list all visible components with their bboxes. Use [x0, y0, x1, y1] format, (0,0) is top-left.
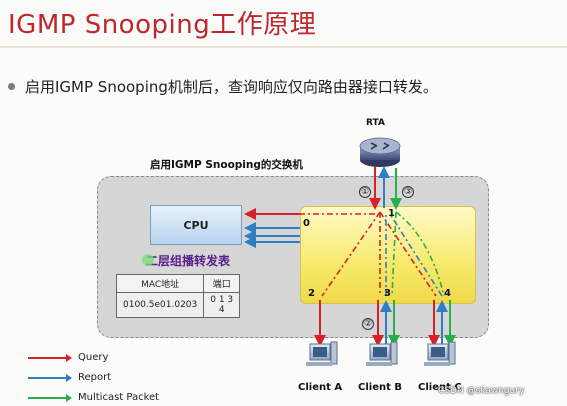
title-divider [0, 46, 567, 48]
ports-line-1: 0 1 3 [210, 295, 234, 305]
cpu-block: CPU [150, 205, 242, 245]
switch-caption: 启用IGMP Snooping的交换机 [150, 159, 303, 171]
cpu-label: CPU [183, 218, 209, 232]
legend-query-label: Query [78, 352, 109, 363]
ports-line-2: 4 [218, 305, 225, 315]
bullet-text: 启用IGMP Snooping机制后，查询响应仅向路由器接口转发。 [25, 78, 438, 96]
table-cell-mac: 0100.5e01.0203 [115, 292, 205, 318]
table-header-mac: MAC地址 [115, 274, 205, 293]
step-2-marker: ② [362, 318, 374, 330]
port-2-label: 2 [308, 288, 315, 299]
query-arrow-icon [28, 353, 72, 362]
table-header-port: 端口 [203, 274, 241, 293]
port-3-label: 3 [384, 288, 391, 299]
client-c-computer-icon [424, 341, 456, 366]
forwarding-table-title-text: 二层组播转发表 [146, 254, 231, 268]
watermark: CSDN @skawngury [438, 386, 525, 396]
router-label: RTA [366, 118, 385, 128]
legend-query: Query [28, 352, 108, 363]
port-0-label: 0 [303, 218, 310, 229]
legend-report: Report [28, 372, 111, 383]
forwarding-table-title: 二层组播转发表 [142, 252, 230, 269]
port-1-label: 1 [388, 208, 395, 219]
client-c-label: Client C [418, 382, 462, 393]
slide-title: IGMP Snooping工作原理 [8, 10, 317, 40]
legend-multicast-label: Multicast Packet [78, 392, 160, 403]
client-b-computer-icon [366, 341, 398, 366]
router-icon [359, 137, 401, 167]
legend-report-label: Report [78, 372, 112, 383]
client-b-label: Client B [358, 382, 402, 393]
client-a-label: Client A [298, 382, 343, 393]
multicast-arrow-icon [28, 393, 72, 402]
step-1-marker: ① [359, 186, 371, 198]
port-4-label: 4 [444, 288, 451, 299]
table-header-row: MAC地址 端口 [115, 274, 241, 293]
step-3-marker: ③ [402, 186, 414, 198]
bullet-dot-icon [8, 83, 15, 90]
pointer-highlight-icon [142, 254, 154, 266]
legend-multicast: Multicast Packet [28, 392, 159, 403]
client-a-computer-icon [306, 341, 338, 366]
report-arrow-icon [28, 373, 72, 382]
forwarding-engine [300, 206, 476, 304]
bullet-point: 启用IGMP Snooping机制后，查询响应仅向路由器接口转发。 [8, 76, 438, 97]
